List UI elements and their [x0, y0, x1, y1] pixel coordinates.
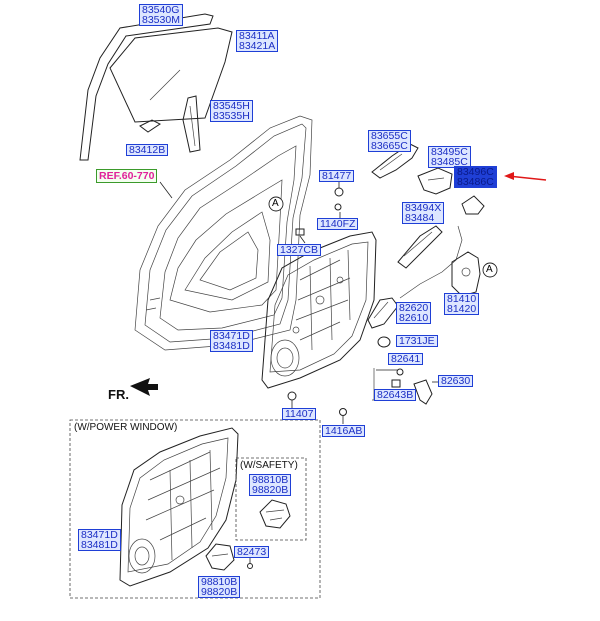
glass-run-channel: [79, 13, 214, 161]
label-1416ab[interactable]: 1416AB: [322, 425, 366, 437]
label-11407[interactable]: 11407: [282, 408, 317, 420]
lock-cable: [399, 225, 463, 299]
view-marker-circle-latch: [482, 262, 498, 278]
inside-handle-arm: [397, 225, 443, 269]
safety-title: (W/SAFETY): [240, 460, 298, 471]
label-81477[interactable]: 81477: [319, 170, 355, 182]
label-1140fz[interactable]: 1140FZ: [317, 218, 359, 230]
window-motor: [205, 543, 235, 571]
label-82643b[interactable]: 82643B: [374, 389, 417, 401]
lock-rod-82630: [413, 379, 433, 405]
screw-82473: [247, 563, 253, 569]
spring-82641: [396, 368, 404, 376]
bolt-11407: [287, 391, 297, 401]
front-marker: FR.: [108, 387, 129, 402]
latch-bracket: [461, 195, 485, 215]
bolt-1140fz: [334, 203, 342, 211]
label-82630[interactable]: 82630: [438, 375, 474, 387]
window-motor-safety: [259, 499, 291, 529]
pointer-arrow: [507, 175, 547, 181]
handle-bracket: [417, 167, 453, 195]
clip-1327cb: [295, 228, 305, 236]
reference-label[interactable]: REF.60-770: [96, 169, 158, 183]
module-panel: [261, 231, 377, 389]
label-82473[interactable]: 82473: [234, 546, 270, 558]
inside-handle: [367, 297, 399, 329]
power-window-title: (W/POWER WINDOW): [74, 422, 178, 433]
label-83412b[interactable]: 83412B: [126, 144, 169, 156]
center-channel: [182, 95, 201, 153]
label-1327cb[interactable]: 1327CB: [277, 244, 321, 256]
front-arrow: [130, 378, 158, 396]
cap-82643b: [391, 379, 401, 388]
view-marker-circle: [268, 196, 284, 212]
glass-holder: [139, 119, 161, 133]
door-latch: [451, 251, 481, 297]
label-82641[interactable]: 82641: [388, 353, 424, 365]
power-window-box: [69, 419, 321, 599]
door-glass: [109, 27, 233, 123]
clip-1416ab: [339, 408, 347, 416]
view-marker-a: A: [272, 198, 279, 209]
label-1731je[interactable]: 1731JE: [396, 335, 438, 347]
grommet-1731je: [377, 336, 391, 348]
power-window-carrier: [119, 427, 239, 587]
bolt-81477: [334, 187, 344, 197]
view-marker-a-latch: A: [486, 264, 493, 275]
outside-handle-cover: [371, 143, 419, 179]
safety-box: [235, 457, 307, 541]
